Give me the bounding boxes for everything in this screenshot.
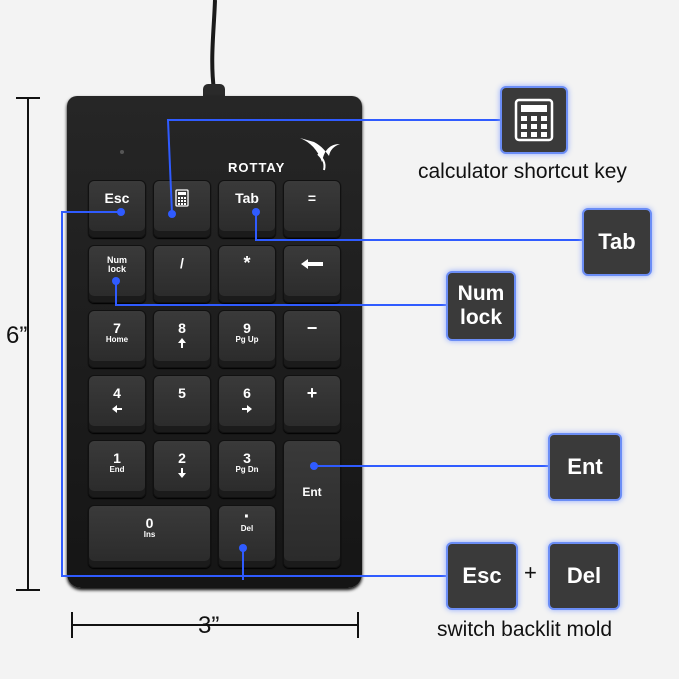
del-callout: Del bbox=[548, 542, 620, 610]
key-esc[interactable]: Esc bbox=[88, 180, 146, 238]
key-8[interactable]: 8 bbox=[153, 310, 211, 368]
key-del[interactable]: ·Del bbox=[218, 505, 276, 568]
arrow-down-icon bbox=[178, 468, 186, 478]
arrow-left-icon bbox=[112, 405, 122, 413]
calculator-caption: calculator shortcut key bbox=[418, 160, 627, 183]
key-backspace[interactable] bbox=[283, 245, 341, 303]
calculator-callout bbox=[500, 86, 568, 154]
num-lock-callout: Num lock bbox=[446, 271, 516, 341]
tab-callout: Tab bbox=[582, 208, 652, 276]
key-4[interactable]: 4 bbox=[88, 375, 146, 433]
enter-callout: Ent bbox=[548, 433, 622, 501]
key-6[interactable]: 6 bbox=[218, 375, 276, 433]
arrow-up-icon bbox=[178, 338, 186, 348]
num-lock-callout-line2: lock bbox=[459, 306, 503, 329]
arrow-right-icon bbox=[242, 405, 252, 413]
key-slash[interactable]: / bbox=[153, 245, 211, 303]
usb-cable bbox=[210, 0, 217, 91]
key-plus[interactable]: + bbox=[283, 375, 341, 433]
key-minus[interactable]: − bbox=[283, 310, 341, 368]
key-enter[interactable]: Ent bbox=[283, 440, 341, 568]
indicator-light bbox=[120, 150, 124, 154]
backspace-arrow-icon bbox=[301, 259, 323, 269]
calculator-icon bbox=[175, 189, 189, 207]
brand-name: ROTTAY bbox=[228, 160, 286, 175]
height-label: 6” bbox=[6, 322, 28, 349]
calculator-icon bbox=[514, 98, 554, 142]
width-label: 3” bbox=[198, 612, 220, 639]
plus-sign: + bbox=[524, 560, 537, 585]
key-asterisk[interactable]: * bbox=[218, 245, 276, 303]
backlight-caption: switch backlit mold bbox=[437, 618, 613, 641]
bird-logo-icon bbox=[300, 138, 340, 171]
key-5[interactable]: 5 bbox=[153, 375, 211, 433]
key-equals[interactable]: = bbox=[283, 180, 341, 238]
key-2[interactable]: 2 bbox=[153, 440, 211, 498]
num-lock-callout-line1: Num bbox=[457, 282, 505, 305]
key-calculator[interactable] bbox=[153, 180, 211, 238]
key-tab[interactable]: Tab bbox=[218, 180, 276, 238]
key-num-lock[interactable]: Num lock bbox=[88, 245, 146, 303]
esc-callout: Esc bbox=[446, 542, 518, 610]
